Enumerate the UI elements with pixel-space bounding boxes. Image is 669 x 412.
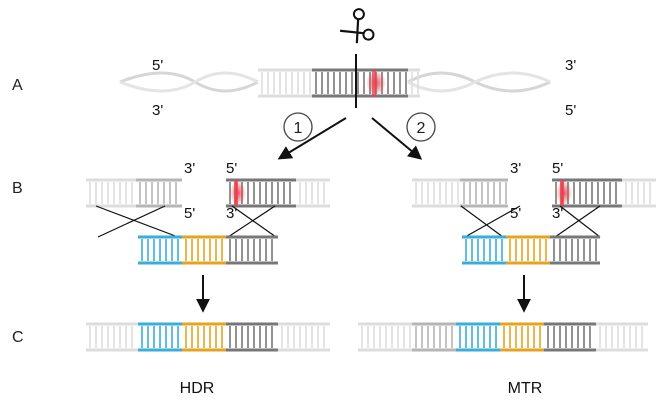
cut-site-mark — [560, 180, 564, 206]
faded-dna-segment — [278, 322, 330, 352]
end-label: 3' — [552, 205, 563, 222]
dark-dna-segment — [312, 68, 408, 98]
faded-dna-segment — [358, 322, 412, 352]
dark-dna-segment — [226, 235, 278, 265]
pathway-1-circle — [283, 112, 313, 142]
light-dna-segment — [136, 178, 182, 208]
row-a-dna — [119, 54, 551, 108]
faded-ladder-a — [258, 68, 420, 98]
faded-dna-segment — [296, 178, 330, 208]
end-label: 3' — [152, 102, 163, 119]
end-label: 5' — [184, 205, 195, 222]
dark-dna-segment — [544, 322, 596, 352]
cut-site-mark — [372, 70, 376, 97]
faded-dna-segment — [86, 322, 138, 352]
pathway-2-number: 2 — [417, 120, 426, 137]
insert-segment — [500, 322, 544, 352]
helix-left-strand-2 — [119, 71, 259, 93]
mtr-donor-template — [462, 235, 600, 265]
pathway-1-number: 1 — [294, 120, 303, 137]
row-label-b: B — [12, 180, 23, 197]
row-label-c: C — [12, 329, 24, 346]
arrow-icon — [371, 117, 423, 160]
faded-dna-segment — [408, 68, 420, 98]
dark-dna-segment — [226, 322, 278, 352]
cut-site-mark — [234, 180, 238, 206]
arrow-icon — [277, 117, 347, 160]
hdr-broken-ends — [86, 178, 330, 208]
end-label: 5' — [565, 102, 576, 119]
end-label: 3' — [565, 57, 576, 74]
row-label-a: A — [12, 77, 23, 94]
end-label: 5' — [226, 160, 237, 177]
faded-dna-segment — [258, 68, 312, 98]
end-label: 3' — [184, 160, 195, 177]
dark-ladder-a — [312, 68, 408, 98]
hdr-donor-template — [138, 235, 278, 265]
helix-right-strand-2 — [407, 71, 551, 93]
homology-arm-segment — [138, 322, 182, 352]
scissors-icon — [339, 8, 375, 44]
caption-mtr: MTR — [508, 380, 543, 397]
crossover-lines — [460, 205, 601, 238]
end-label: 5' — [552, 160, 563, 177]
end-label: 3' — [226, 205, 237, 222]
dark-dna-segment — [550, 235, 600, 265]
homology-arm-segment — [138, 235, 182, 265]
light-dna-segment — [412, 322, 456, 352]
faded-dna-segment — [412, 178, 460, 208]
hdr-repaired-dna — [86, 322, 330, 352]
light-dna-segment — [460, 178, 508, 208]
end-label: 5' — [510, 205, 521, 222]
homology-arm-segment — [462, 235, 506, 265]
faded-dna-segment — [86, 178, 136, 208]
faded-dna-segment — [622, 178, 656, 208]
pathway-2-circle — [406, 112, 436, 142]
homology-arm-segment — [456, 322, 500, 352]
insert-segment — [506, 235, 550, 265]
faded-dna-segment — [596, 322, 648, 352]
insert-segment — [182, 322, 226, 352]
insert-segment — [182, 235, 226, 265]
caption-hdr: HDR — [180, 380, 215, 397]
crossover-lines — [95, 205, 277, 238]
end-label: 3' — [510, 160, 521, 177]
end-label: 5' — [152, 57, 163, 74]
mtr-repaired-dna — [358, 322, 648, 352]
mtr-broken-ends — [412, 178, 656, 208]
